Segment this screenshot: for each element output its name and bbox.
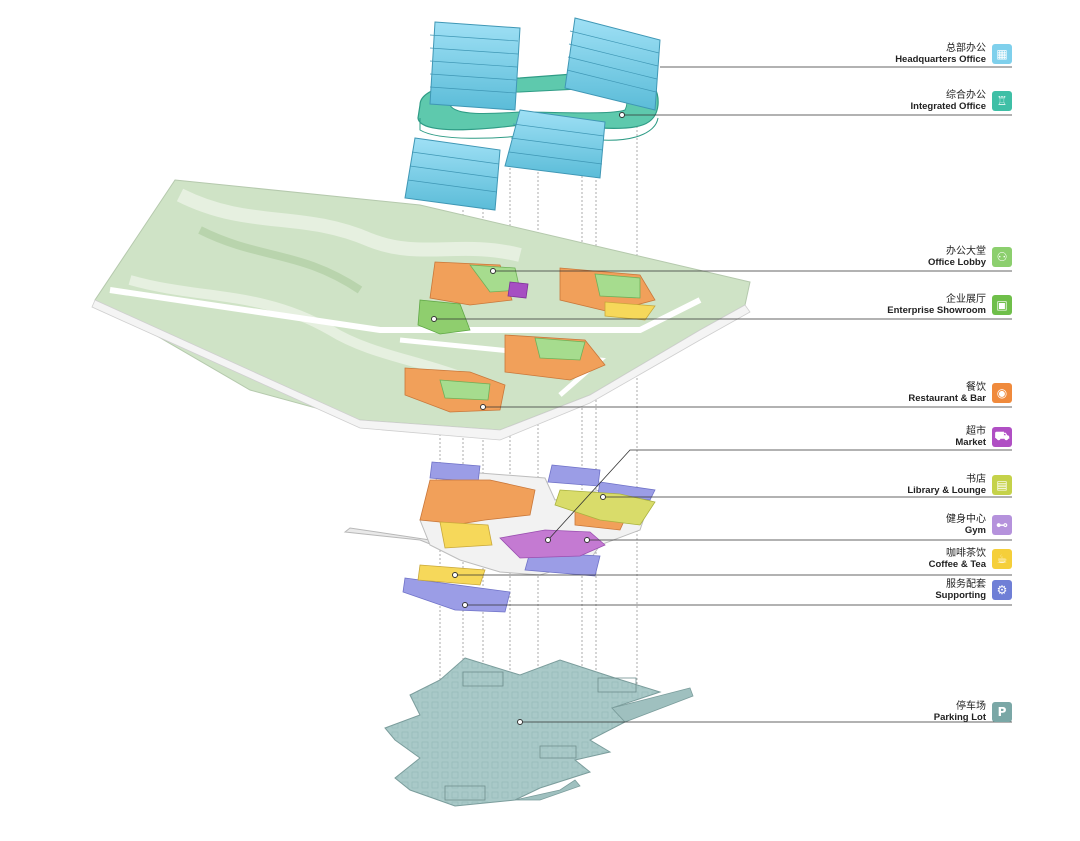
legend-label-zh: 健身中心 — [946, 514, 986, 525]
legend-label-zh: 总部办公 — [946, 43, 986, 54]
office-building-icon: ▦ — [992, 44, 1012, 64]
legend-label-zh: 书店 — [966, 474, 986, 485]
legend-label-en: Coffee & Tea — [928, 559, 986, 570]
parking-level — [384, 657, 694, 807]
podium-level — [343, 461, 656, 613]
legend-label-en: Parking Lot — [933, 712, 986, 723]
legend-label-zh: 餐饮 — [966, 382, 986, 393]
parking-icon: P — [992, 702, 1012, 722]
book-icon: ▤ — [992, 475, 1012, 495]
dumbbell-icon: ⊷ — [992, 515, 1012, 535]
legend-label-zh: 服务配套 — [946, 579, 986, 590]
frame-icon: ▣ — [992, 295, 1012, 315]
ground-level — [91, 179, 751, 441]
leader-dots — [431, 112, 625, 725]
plate-icon: ◉ — [992, 383, 1012, 403]
legend-label-en: Office Lobby — [927, 257, 986, 268]
legend-label-zh: 办公大堂 — [946, 246, 986, 257]
legend-label-en: Headquarters Office — [895, 54, 986, 65]
legend-label-en: Integrated Office — [910, 101, 987, 112]
legend-label-en: Market — [955, 437, 986, 448]
legend-label-en: Enterprise Showroom — [887, 305, 986, 316]
legend-label-zh: 停车场 — [956, 701, 986, 712]
people-icon: ⚇ — [992, 247, 1012, 267]
gear-icon: ⚙ — [992, 580, 1012, 600]
legend-label-zh: 超市 — [966, 426, 986, 437]
legend-label-en: Gym — [964, 525, 986, 536]
legend-label-zh: 咖啡茶饮 — [946, 548, 986, 559]
cup-icon: ☕ — [992, 549, 1012, 569]
leader-lines — [434, 66, 1012, 723]
cart-icon: ⛟ — [992, 427, 1012, 447]
headquarters-towers — [404, 17, 661, 211]
legend-label-en: Restaurant & Bar — [908, 393, 986, 404]
legend-label-en: Library & Lounge — [907, 485, 986, 496]
legend-label-en: Supporting — [935, 590, 986, 601]
legend-label-zh: 企业展厅 — [946, 294, 986, 305]
legend-label-zh: 综合办公 — [946, 90, 986, 101]
office-chair-icon: ♖ — [992, 91, 1012, 111]
